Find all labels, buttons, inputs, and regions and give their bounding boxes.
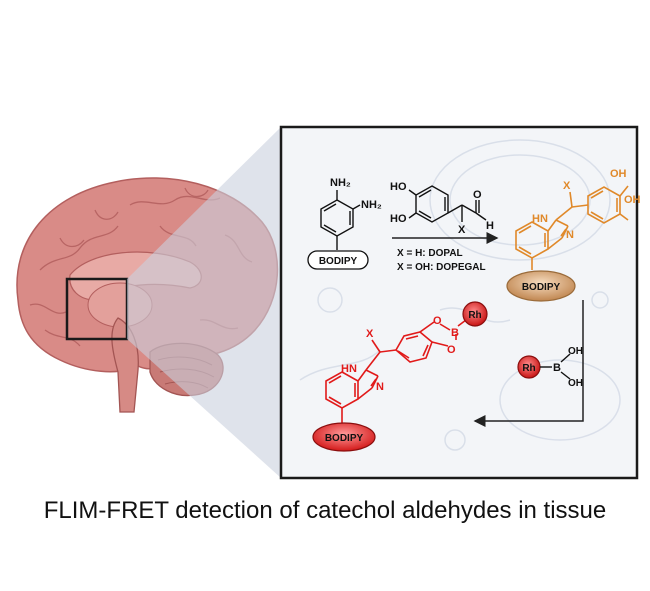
orange-oh-top: OH (610, 168, 627, 180)
reagent-x-label: X (458, 224, 466, 236)
reagent-ho-bottom: HO (390, 213, 407, 225)
bodipy-orange-label: BODIPY (522, 282, 561, 293)
red-x-label: X (366, 328, 374, 340)
red-o-bottom-label: O (447, 344, 456, 356)
nh2-right-label: NH₂ (361, 199, 382, 211)
boronic-bonds (540, 353, 571, 380)
boronic-oh-top: OH (568, 346, 583, 357)
red-rh-label: Rh (468, 310, 481, 321)
reagent-h-label: H (486, 220, 494, 232)
reagent-ho-top: HO (390, 181, 407, 193)
zoom-wedge (127, 127, 281, 478)
rh-red-ball (462, 301, 488, 327)
nh2-top-label: NH₂ (330, 177, 351, 189)
bodipy-plain-tag (307, 250, 369, 270)
bodipy-orange-tag (506, 270, 576, 302)
condition-line-1: X = H: DOPAL (397, 248, 463, 259)
orange-n-label: N (566, 229, 574, 241)
orange-product-structure (515, 185, 629, 270)
condition-line-2: X = OH: DOPEGAL (397, 262, 486, 273)
reactant-diamine (320, 190, 361, 250)
reagent-o-label: O (473, 189, 482, 201)
orange-x-label: X (563, 180, 571, 192)
detail-box (279, 125, 639, 480)
cell-background (299, 139, 621, 451)
boronic-oh-bottom: OH (568, 378, 583, 389)
reagent-catechol-aldehyde (408, 185, 487, 223)
bodipy-red-label: BODIPY (325, 433, 364, 444)
red-n-label: N (376, 381, 384, 393)
red-o-top-label: O (433, 315, 442, 327)
bodipy-red-tag (312, 422, 376, 452)
orange-hn-label: HN (532, 213, 548, 225)
red-b-label: B (451, 327, 459, 339)
orange-oh-bottom: OH (624, 194, 641, 206)
boronic-b-label: B (553, 362, 561, 374)
bodipy-plain-label: BODIPY (319, 256, 358, 267)
figure-caption: FLIM-FRET detection of catechol aldehyde… (43, 497, 607, 524)
red-hn-label: HN (341, 363, 357, 375)
boronic-rh-label: Rh (522, 363, 535, 374)
reaction-arrow-2 (473, 300, 584, 427)
